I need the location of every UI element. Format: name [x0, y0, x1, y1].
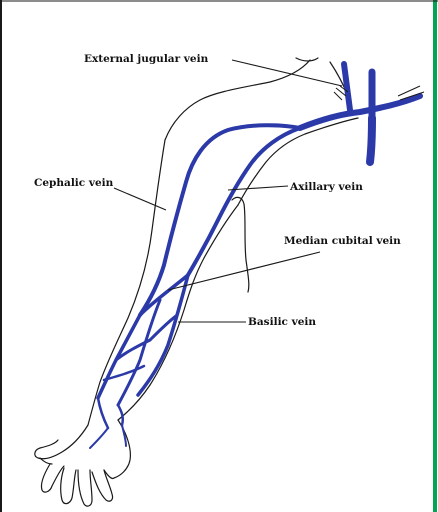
label-cephalic-vein: Cephalic vein [34, 177, 114, 189]
external-jugular-vein-path [344, 64, 350, 110]
cephalic-leader [114, 188, 166, 210]
label-basilic-vein: Basilic vein [248, 316, 316, 328]
median-cubital-vein-path [140, 275, 188, 315]
label-axillary-vein: Axillary vein [289, 181, 363, 193]
subclavian-vein-path [300, 96, 420, 128]
veins [90, 64, 420, 448]
label-median-cubital-vein: Median cubital vein [284, 235, 401, 247]
external-jugular-leader [232, 60, 342, 86]
label-external-jugular-vein: External jugular vein [84, 53, 209, 65]
axillary-vein-path [188, 128, 300, 275]
brachiocephalic-vein-path [370, 118, 372, 162]
